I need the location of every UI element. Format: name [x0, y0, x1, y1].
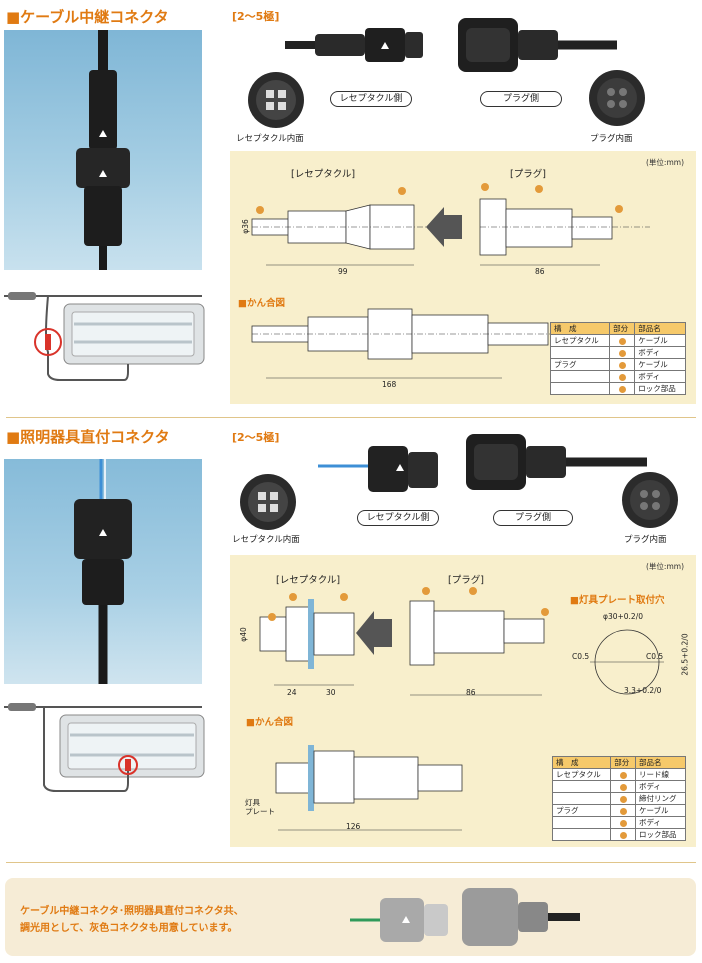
- footer-line-1: ケーブル中継コネクタ･照明器具直付コネクタ共、: [20, 906, 244, 917]
- lamp-illustration-1: [4, 282, 205, 394]
- part-marker-icon: [619, 831, 627, 839]
- table-row: ロック部品: [549, 382, 686, 395]
- part-marker-icon: [618, 373, 626, 381]
- footer-note-box: [5, 878, 696, 956]
- plate-label-2: プレート: [245, 807, 275, 816]
- table-row: ロック部品: [551, 828, 687, 841]
- part-marker-icon: [619, 783, 627, 791]
- table-row: レセプタクルリード線: [551, 768, 687, 781]
- unit-label-2: (単位:mm): [646, 562, 684, 571]
- dim-99: 99: [338, 267, 348, 276]
- parts-header-config: 構 成: [549, 322, 611, 335]
- parts-header-part: 部分: [610, 756, 636, 769]
- receptacle-diagram-label-1: [レセプタクル]: [291, 169, 356, 180]
- receptacle-side-label-2: レセプタクル側: [357, 510, 439, 526]
- dim-126: 126: [346, 822, 361, 831]
- dim-hole-d: φ30+0.2/0: [603, 612, 644, 621]
- cable-connector-photo: [4, 30, 202, 270]
- dim-c05b: C0.5: [646, 652, 664, 661]
- section1-drawings: [251, 183, 650, 379]
- plate-label-1: 灯具: [245, 798, 260, 807]
- dim-3-3: 3.3+0.2/0: [624, 686, 662, 695]
- receptacle-inner-image-2: [240, 474, 296, 530]
- dim-hole-h: 26.5+0.2/0: [680, 633, 690, 676]
- plug-inner-caption-2: プラグ内面: [624, 535, 667, 545]
- parts-header-name: 部品名: [634, 322, 686, 335]
- table-row: 締付リング: [551, 792, 687, 805]
- part-marker-icon: [618, 349, 626, 357]
- lamp-fixture-illustration: [4, 703, 205, 792]
- part-marker-icon: [619, 807, 627, 815]
- cable-connector-image: [76, 30, 130, 270]
- table-row: プラグケーブル: [551, 804, 687, 817]
- part-marker-icon: [618, 337, 626, 345]
- section2-drawings: [259, 587, 664, 831]
- unit-label-1: (単位:mm): [646, 158, 684, 167]
- table-row: プラグケーブル: [549, 358, 686, 371]
- dim-d40: φ40: [238, 627, 248, 642]
- plug-side-image: [458, 18, 617, 72]
- plug-inner-caption: プラグ内面: [590, 134, 633, 144]
- dim-30: 30: [326, 688, 336, 697]
- dim-c05a: C0.5: [572, 652, 590, 661]
- plug-diagram-label-2: [プラグ]: [448, 575, 484, 586]
- plate-hole-title: ■灯具プレート取付穴: [570, 595, 665, 606]
- lamp-illustration-2: [4, 697, 205, 809]
- part-marker-icon: [619, 771, 627, 779]
- plug-inner-image-2: [622, 472, 678, 528]
- footer-line-2: 調光用として、灰色コネクタも用意しています。: [20, 923, 238, 934]
- parts-table-2: 構 成 部分 部品名 レセプタクルリード線 ボディ 締付リング プラグケーブル …: [551, 756, 687, 841]
- receptacle-side-image-2: [318, 446, 438, 492]
- parts-header-name: 部品名: [634, 756, 687, 769]
- receptacle-inner-caption-2: レセプタクル内面: [232, 535, 300, 545]
- section2-title: ■照明器具直付コネクタ: [6, 428, 170, 446]
- table-row: ボディ: [549, 346, 686, 359]
- section-divider-1: [6, 417, 696, 418]
- section2-poles: [2〜5極]: [232, 431, 280, 444]
- receptacle-side-label: レセプタクル側: [330, 91, 412, 107]
- dim-86b: 86: [466, 688, 476, 697]
- receptacle-side-image: [285, 28, 423, 62]
- part-marker-icon: [618, 361, 626, 369]
- section1-title: ■ケーブル中継コネクタ: [6, 8, 169, 26]
- dim-d36: φ36: [240, 219, 250, 234]
- lamp-cable-illustration: [4, 292, 205, 381]
- plug-side-label-2: プラグ側: [493, 510, 573, 526]
- section1-poles: [2〜5極]: [232, 10, 280, 23]
- parts-header-part: 部分: [609, 322, 636, 335]
- parts-table-1: 構 成 部分 部品名 レセプタクルケーブル ボディ プラグケーブル ボディ ロッ…: [549, 322, 686, 395]
- receptacle-diagram-label-2: [レセプタクル]: [276, 575, 341, 586]
- table-row: ボディ: [551, 816, 687, 829]
- plug-diagram-label-1: [プラグ]: [510, 169, 546, 180]
- receptacle-inner-caption: レセプタクル内面: [236, 134, 304, 144]
- plug-inner-image: [589, 70, 645, 126]
- gray-connector-image: [350, 888, 580, 946]
- receptacle-inner-image: [248, 72, 304, 128]
- table-row: ボディ: [549, 370, 686, 383]
- footer-note: ケーブル中継コネクタ･照明器具直付コネクタ共、 調光用として、灰色コネクタも用意…: [20, 903, 350, 937]
- dim-86: 86: [535, 267, 545, 276]
- plug-side-image-2: [466, 434, 647, 490]
- fixture-connector-image: [74, 459, 132, 684]
- table-row: ボディ: [551, 780, 687, 793]
- parts-header-config: 構 成: [551, 756, 612, 769]
- plug-side-label: プラグ側: [480, 91, 562, 107]
- section-divider-2: [6, 862, 696, 863]
- fixture-connector-photo: [4, 459, 202, 684]
- dim-168: 168: [382, 380, 397, 389]
- table-row: レセプタクルケーブル: [549, 334, 686, 347]
- fit-title-2: ■かん合図: [246, 717, 293, 728]
- dim-24: 24: [287, 688, 297, 697]
- part-marker-icon: [618, 385, 626, 393]
- part-marker-icon: [619, 795, 627, 803]
- part-marker-icon: [619, 819, 627, 827]
- fit-title-1: ■かん合図: [238, 298, 285, 309]
